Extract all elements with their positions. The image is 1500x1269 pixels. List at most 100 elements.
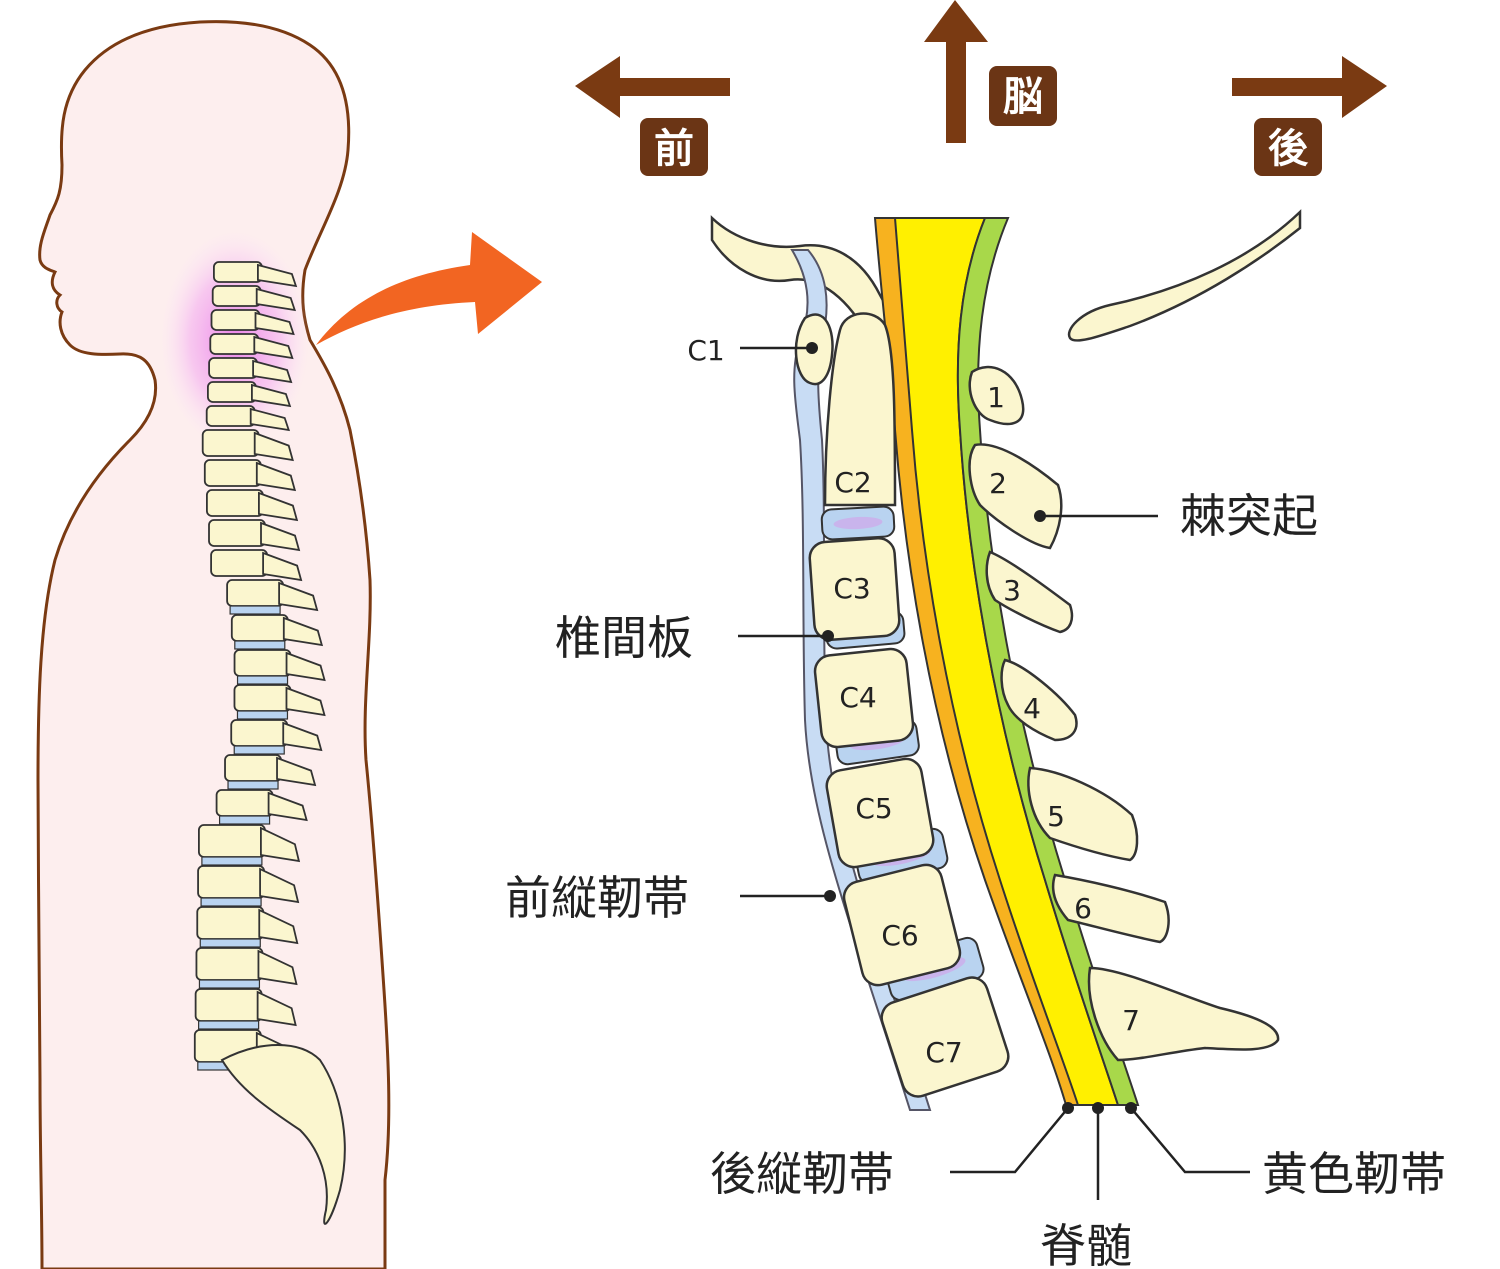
label-front: 前 [654,126,694,172]
label-back: 後 [1268,126,1309,172]
small-spinous-process [257,949,298,986]
spinous-process-bone [1000,658,1078,742]
small-spinous-process [282,616,324,647]
small-spinous-process [253,335,294,360]
vertebral-body [825,757,935,869]
spinous-processes [968,365,1280,1062]
small-disc [198,1020,260,1030]
dot-cord [1092,1102,1104,1114]
label-ligamentum-flavum: 黄色靭帯 [1262,1147,1446,1201]
small-spinous-process [282,721,323,752]
vertebral-body [813,647,915,749]
small-vertebra [230,614,289,642]
dot-posterior [1062,1102,1074,1114]
label-posterior-longitudinal-ligament: 後縦靭帯 [710,1147,894,1201]
small-vertebra [197,824,266,858]
small-vertebra [208,519,266,547]
spinous-process-bone [968,443,1063,550]
small-vertebra [212,261,263,283]
vertebra-label-c4: C4 [839,681,876,714]
direction-brain: 脳 [924,0,1057,143]
dot-disc [822,630,834,642]
vertebra-label-c2: C2 [834,466,871,499]
small-vertebra [205,489,264,517]
label-spinous-process: 棘突起 [1180,489,1318,543]
small-disc [236,675,289,685]
small-disc [200,897,262,907]
small-spinous-process [260,521,301,552]
spinous-process-bone [985,550,1074,634]
leader-posterior [950,1107,1069,1174]
dens-bone [823,312,897,507]
small-vertebra [209,333,260,355]
occipital-back [1067,209,1302,342]
body-silhouette [36,20,391,1269]
small-spinous-process [267,791,308,822]
small-spinous-process [249,407,291,432]
small-disc [233,745,285,755]
small-vertebra [230,719,289,747]
arrow-up-icon [924,0,988,143]
label-anterior-longitudinal-ligament: 前縦靭帯 [505,871,689,925]
small-disc [198,979,261,989]
dot-c1 [806,342,818,354]
vertebra-label-c1: C1 [687,334,724,367]
spinous-number-5: 5 [1047,800,1065,833]
small-vertebra [195,947,264,981]
disc-nucleus [833,516,883,530]
direction-back: 後 [1232,56,1387,176]
vertebra-label-c3: C3 [833,572,870,605]
arrow-left-icon [575,56,730,118]
small-vertebra [210,309,261,331]
small-disc [227,780,279,790]
small-vertebra [194,988,263,1022]
small-vertebra [196,906,265,940]
vertebra-label-c6: C6 [881,919,918,952]
small-spinous-process [259,867,300,904]
small-vertebra [215,789,274,817]
small-disc [229,605,281,615]
small-spinous-process [252,359,293,384]
vertebral-body [880,976,1010,1098]
spinous-number-1: 1 [987,381,1005,414]
small-spinous-process [253,431,294,462]
small-vertebra [197,865,265,899]
label-box-brain [989,66,1057,126]
small-disc [218,815,271,825]
spinous-number-3: 3 [1003,574,1021,607]
spinous-number-7: 7 [1122,1004,1140,1037]
dot-flavum [1125,1102,1137,1114]
label-intervertebral-disc: 椎間板 [555,611,693,665]
leader-dots [806,342,1137,1114]
vertebral-body [842,863,962,987]
body-outline [36,20,391,1269]
small-spinous-process [251,383,292,408]
small-spinous-process [255,287,297,312]
label-box-front [640,118,708,176]
small-spinous-process [260,826,301,863]
small-spinous-process [257,263,298,288]
small-spinous-process [278,581,319,612]
vertebra-label-c7: C7 [925,1036,962,1069]
vertebral-body [808,536,901,642]
small-spinous-process [258,491,299,522]
small-vertebra [226,579,285,607]
small-spinous-process [254,311,295,336]
dot-spinous [1034,510,1046,522]
small-vertebra [205,405,256,427]
small-spinous-process [262,551,303,582]
small-spinous-process [285,686,326,717]
small-disc [234,640,286,650]
spinous-number-2: 2 [989,467,1007,500]
small-vertebra [208,357,259,379]
small-spinous-process [256,990,297,1027]
small-spinous-process [285,651,326,682]
small-vertebra [211,285,262,307]
small-vertebra [203,459,262,487]
direction-front: 前 [575,56,730,176]
small-vertebra [206,381,257,403]
zoom-arrow [316,232,542,345]
spinous-process-bone [1087,966,1280,1062]
spinous-process-bone [1051,873,1170,944]
